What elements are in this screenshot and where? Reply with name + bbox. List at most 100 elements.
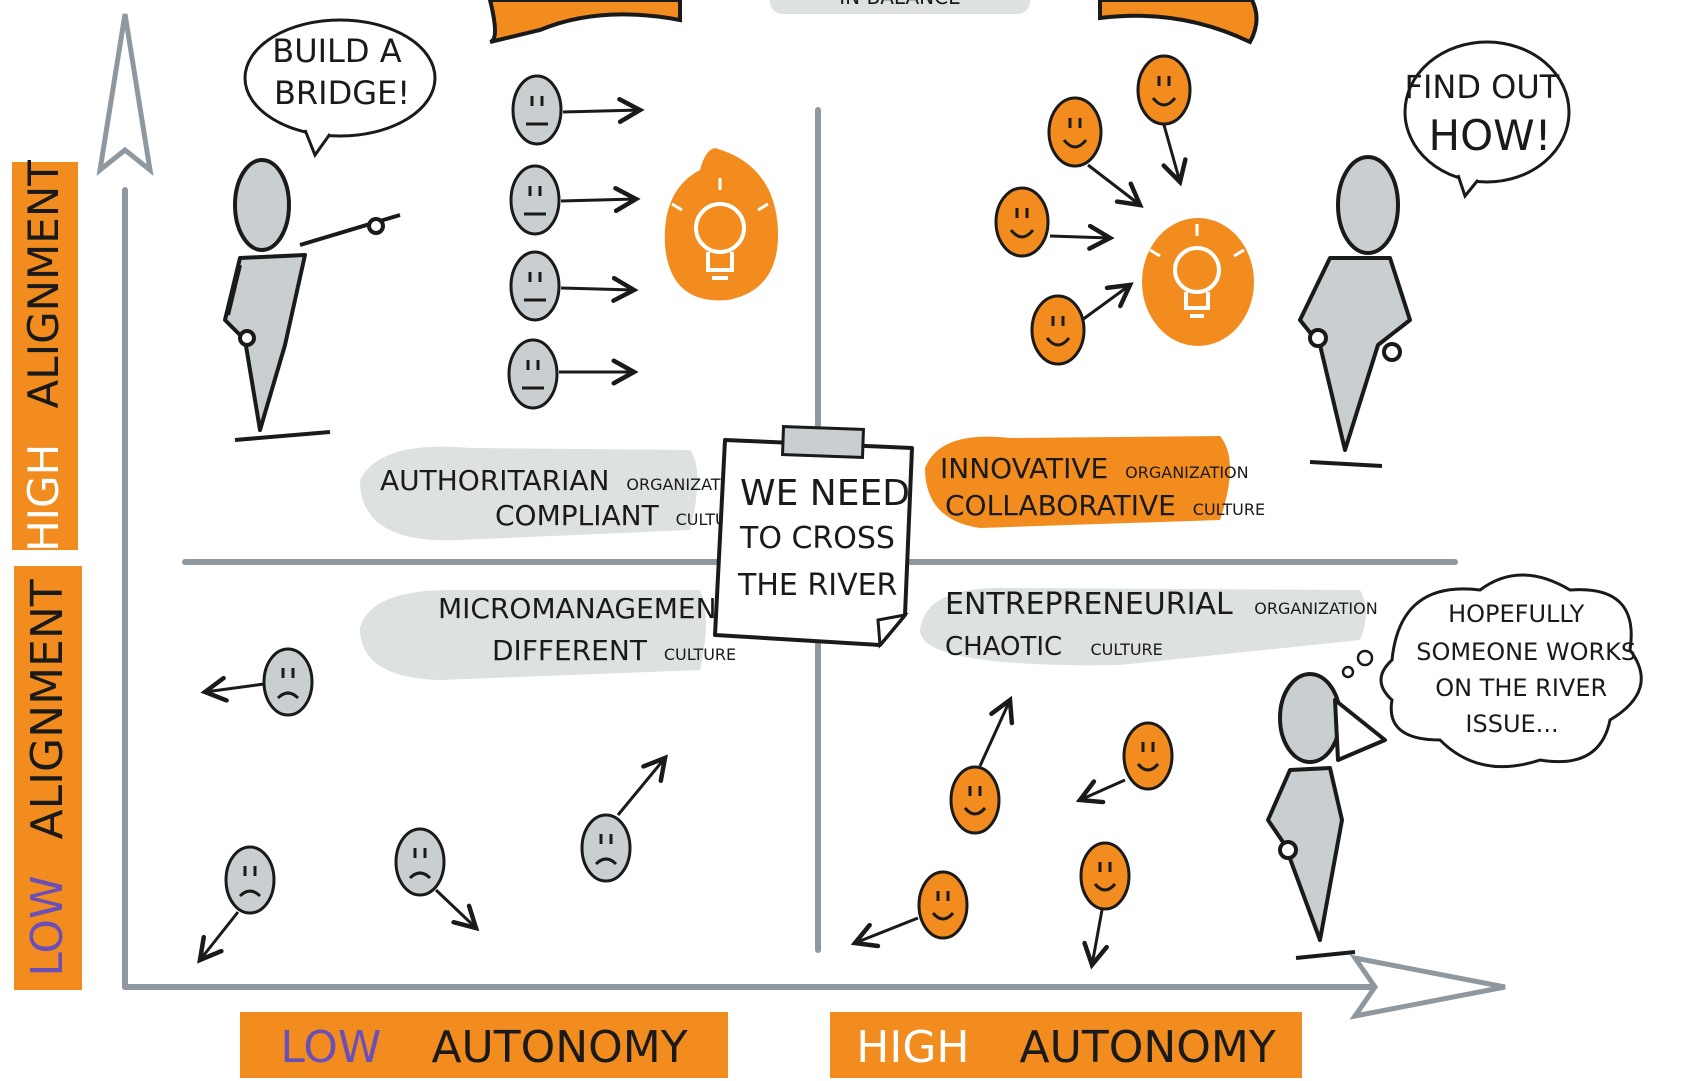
culture-small: CULTURE — [1193, 500, 1265, 519]
innovative-caption: INNOVATIVE ORGANIZATION COLLABORATIVE CU… — [925, 436, 1265, 528]
svg-text:WE NEED: WE NEED — [740, 473, 910, 514]
thought-line-2: SOMEONE WORKS — [1416, 638, 1636, 666]
note-line-3: THE RIVER — [737, 568, 897, 603]
happy-face-icon — [1122, 721, 1174, 791]
stick-figure-icon — [223, 158, 401, 442]
culture-small: CULTURE — [1090, 640, 1162, 659]
high-alignment-label: ALIGNMENT — [19, 160, 68, 409]
arrow-icon — [200, 911, 240, 960]
quadrant-bottom-right: ENTREPRENEURIAL ORGANIZATION CHAOTIC CUL… — [855, 573, 1643, 965]
arrow-icon — [560, 199, 636, 201]
quadrant-top-right: FIND OUT HOW! — [925, 40, 1571, 528]
lightbulb-icon — [1142, 218, 1254, 346]
low-autonomy-word: LOW — [280, 1022, 381, 1073]
neutral-face-icon-row-3 — [509, 250, 634, 322]
culture-word: CHAOTIC — [945, 632, 1062, 662]
stick-figure-icon — [1266, 672, 1387, 960]
neutral-face-icon-row-4 — [507, 338, 634, 410]
org-small: ORGANIZATION — [626, 475, 749, 494]
org-small: ORGANIZATION — [1254, 599, 1377, 618]
thought-line-1: HOPEFULLY — [1448, 600, 1585, 628]
tape-icon — [780, 425, 866, 459]
arrow-icon — [1092, 909, 1102, 965]
svg-text:LOW AUTONOMY: LOW AUTONOMY — [280, 1022, 687, 1073]
arrow-icon — [855, 916, 919, 943]
sad-face-icon — [224, 845, 276, 915]
arrow-icon — [1049, 236, 1110, 238]
svg-text:BUILD A BRIDGE!: BUILD A BRIDGE! — [272, 32, 412, 112]
svg-text:COMPLIANT CULTURE: COMPLIANT CULTURE — [495, 499, 748, 532]
sad-face-icon — [262, 647, 314, 717]
happy-face-icon — [1136, 54, 1192, 126]
note-line-1: WE NEED — [740, 473, 910, 514]
authoritarian-caption: AUTHORITARIAN ORGANIZATION COMPLIANT CUL… — [360, 446, 750, 541]
svg-text:ENTREPRENEURIAL ORGANI: ENTREPRENEURIAL ORGANIZATION — [945, 587, 1378, 622]
speech-line-1: FIND OUT — [1405, 68, 1560, 106]
quadrant-top-left: BUILD A BRIDGE! — [223, 18, 779, 541]
happy-face-icon — [917, 870, 969, 940]
speech-bubble-find-out — [1403, 40, 1571, 184]
alignment-axis-labels: HIGH ALIGNMENT LOW ALIGNMENT — [12, 160, 82, 990]
low-autonomy-bar — [240, 1012, 728, 1078]
arrow-icon — [1164, 124, 1180, 182]
culture-word: DIFFERENT — [492, 634, 648, 667]
svg-text:HIGH AUTONOMY: HIGH AUTONOMY — [856, 1022, 1276, 1073]
low-autonomy-label: AUTONOMY — [431, 1022, 687, 1073]
low-alignment-label: ALIGNMENT — [22, 579, 73, 839]
entrepreneurial-caption: ENTREPRENEURIAL ORGANIZATION CHAOTIC CUL… — [920, 587, 1378, 666]
arrow-icon — [560, 288, 634, 290]
stick-figure-icon — [1298, 155, 1412, 468]
happy-face-icon — [1047, 96, 1103, 168]
svg-text:DIFFERENT CULTURE: DIFFERENT CULTURE — [492, 634, 736, 667]
happy-face-icon — [1079, 841, 1131, 911]
sad-face-icon — [580, 813, 632, 883]
culture-word: COLLABORATIVE — [945, 489, 1176, 522]
low-alignment-bar — [14, 566, 82, 990]
arrow-icon — [978, 700, 1010, 767]
center-note: WE NEED TO CROSS THE RIVER — [713, 425, 914, 649]
happy-face-icon — [1030, 294, 1086, 366]
svg-text:CHAOTIC CULTURE: CHAOTIC CULTURE — [945, 632, 1163, 662]
svg-text:HIGH ALIGNMENT: HIGH ALIGNMENT — [19, 160, 68, 552]
thought-bubble: HOPEFULLY SOMEONE WORKS ON THE RIVER ISS… — [1341, 573, 1643, 769]
speech-line-2: BRIDGE! — [274, 74, 410, 112]
note-line-2: TO CROSS — [739, 521, 895, 556]
svg-text:COLLABORATIVE CULTURE: COLLABORATIVE CULTURE — [945, 489, 1265, 522]
thought-line-3: ON THE RIVER — [1435, 674, 1607, 702]
high-autonomy-label: AUTONOMY — [1020, 1022, 1276, 1073]
sad-face-icon — [394, 827, 446, 897]
arrow-icon — [616, 758, 665, 816]
high-autonomy-bar — [830, 1012, 1302, 1078]
speech-line-1: BUILD A — [272, 32, 401, 70]
org-word: AUTHORITARIAN — [380, 464, 609, 497]
quadrant-bottom-left: MICROMANAGEMENT DIFFERENT CULTURE — [200, 590, 736, 960]
arrow-icon — [562, 110, 640, 112]
happy-face-icon-group — [994, 54, 1192, 366]
high-autonomy-word: HIGH — [856, 1022, 969, 1073]
speech-line-2: HOW! — [1428, 111, 1551, 160]
top-decoration: IN BALANCE — [487, 0, 1259, 45]
happy-face-icon — [994, 186, 1050, 258]
org-word: MICROMANAGEMENT — [438, 592, 735, 625]
svg-text:INNOVATIVE ORGANIZATIO: INNOVATIVE ORGANIZATION — [940, 452, 1249, 485]
x-axis-arrowhead — [1349, 954, 1506, 1020]
org-word: ENTREPRENEURIAL — [945, 587, 1233, 622]
neutral-face-icon-row-1 — [511, 74, 640, 146]
low-alignment-word: LOW — [22, 876, 73, 977]
culture-small: CULTURE — [664, 645, 736, 664]
svg-text:LOW ALIGNMENT: LOW ALIGNMENT — [22, 579, 73, 976]
thought-line-4: ISSUE... — [1465, 710, 1558, 738]
autonomy-axis-labels: LOW AUTONOMY HIGH AUTONOMY — [240, 1012, 1302, 1078]
arrow-icon — [1087, 163, 1140, 205]
org-word: INNOVATIVE — [940, 452, 1108, 485]
svg-text:TO CROSS THE RIVER: TO CROSS THE RIVER — [737, 521, 905, 603]
speech-bubble-build-bridge — [243, 18, 437, 138]
happy-face-icon — [949, 765, 1001, 835]
svg-text:AUTHORITARIAN ORGANIZA: AUTHORITARIAN ORGANIZATION — [380, 464, 750, 497]
arrow-icon — [205, 684, 265, 692]
org-small: ORGANIZATION — [1125, 463, 1248, 482]
svg-text:FIND OUT HOW!: FIND OUT HOW! — [1405, 68, 1570, 160]
arrow-icon — [434, 888, 476, 928]
arrow-icon — [1080, 778, 1126, 800]
